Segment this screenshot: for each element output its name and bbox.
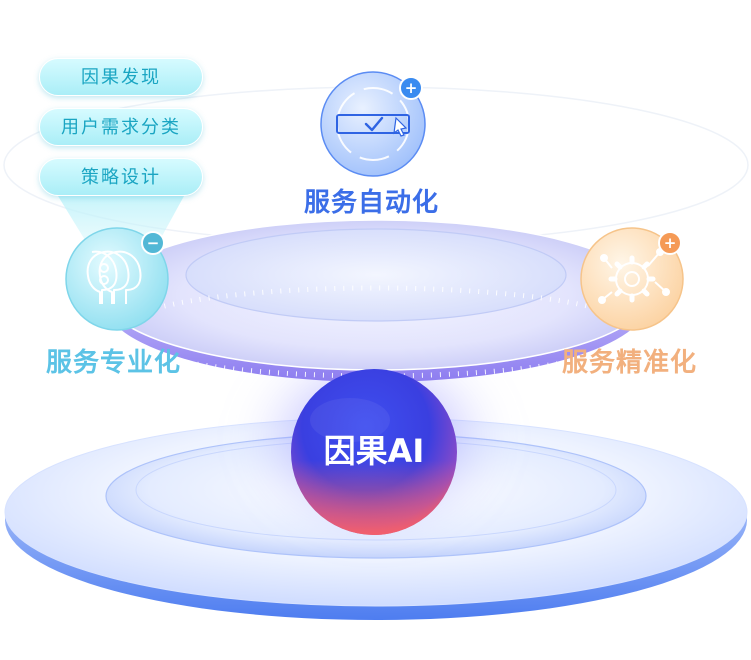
service-automation-label: 服务自动化	[304, 188, 440, 218]
automation-node: +	[320, 71, 426, 177]
upper-platform	[103, 219, 649, 382]
checkbox-cursor-icon	[336, 114, 410, 137]
ai-heads-icon	[86, 250, 142, 304]
core-sphere	[291, 369, 457, 535]
core-title: 因果AI	[323, 432, 425, 470]
professional-node: −	[65, 227, 169, 331]
pill-strategy-design[interactable]: 策略设计	[39, 158, 203, 196]
service-professional-label: 服务专业化	[46, 348, 182, 378]
pill-user-demand-classification[interactable]: 用户需求分类	[39, 108, 203, 146]
minus-icon[interactable]: −	[147, 234, 160, 252]
precision-node: +	[580, 227, 684, 331]
plus-icon[interactable]: +	[664, 234, 677, 252]
plus-icon[interactable]: +	[405, 79, 418, 97]
pill-causal-discovery[interactable]: 因果发现	[39, 58, 203, 96]
gear-network-icon	[598, 248, 670, 304]
service-precision-label: 服务精准化	[562, 348, 698, 378]
